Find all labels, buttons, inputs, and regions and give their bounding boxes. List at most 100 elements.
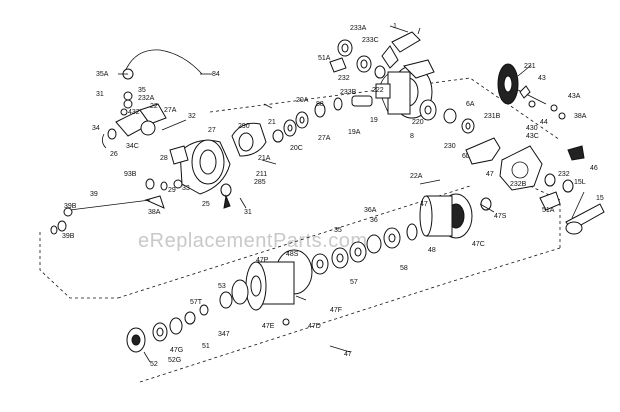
label-21: 21: [268, 119, 276, 126]
label-290: 290: [238, 123, 250, 130]
label-39B-low: 39B: [62, 233, 75, 240]
spool-47P: [219, 249, 313, 311]
label-28: 28: [160, 155, 168, 162]
label-233C: 233C: [362, 37, 379, 44]
housing-290: [231, 122, 277, 165]
label-35A: 35A: [96, 71, 109, 78]
label-27: 27: [208, 127, 216, 134]
spool-bottom-parts: [126, 304, 290, 353]
label-35-mid: 35: [334, 227, 342, 234]
label-20C: 20C: [290, 145, 303, 152]
label-232-top: 232: [338, 75, 350, 82]
label-34: 34: [92, 125, 100, 132]
label-232B: 232B: [510, 181, 527, 188]
watermark-text: eReplacementParts.com: [138, 230, 367, 252]
label-47D: 47D: [308, 323, 321, 330]
label-26: 26: [110, 151, 118, 158]
label-15L: 15L: [574, 179, 586, 186]
label-8: 8: [410, 133, 414, 140]
label-34C: 34C: [126, 143, 139, 150]
label-39: 39: [90, 191, 98, 198]
label-232A: 232A: [138, 95, 155, 102]
label-52: 52: [150, 361, 158, 368]
label-46: 46: [590, 165, 598, 172]
label-88: 88: [316, 101, 324, 108]
label-231: 231: [524, 63, 536, 70]
label-43C: 43C: [526, 133, 539, 140]
label-15: 15: [596, 195, 604, 202]
label-57: 57: [350, 279, 358, 286]
label-36A: 36A: [364, 207, 377, 214]
assembly-outline-diag-bottom: [139, 247, 561, 383]
label-211: 211: [256, 171, 267, 178]
drag-knob-47C: [419, 193, 492, 239]
side-cover-47-right: [499, 145, 585, 193]
label-31-mid: 31: [244, 209, 252, 216]
label-31-left: 31: [96, 91, 104, 98]
gear-231: [497, 63, 566, 120]
label-47C: 47C: [472, 241, 485, 248]
shaft-39: [50, 199, 151, 235]
label-233A: 233A: [350, 25, 367, 32]
small-parts-29-33: [144, 178, 247, 209]
label-27A-mid: 27A: [318, 135, 331, 142]
label-48S: 48S: [286, 251, 299, 258]
label-6L: 6L: [462, 153, 470, 160]
label-47E: 47E: [262, 323, 275, 330]
bail-arm-assembly: [102, 103, 187, 149]
label-35: 35: [138, 87, 146, 94]
label-84: 84: [212, 71, 220, 78]
label-43A: 43A: [568, 93, 581, 100]
label-430: 430: [526, 125, 538, 132]
label-25: 25: [202, 201, 210, 208]
label-36: 36: [370, 217, 378, 224]
leader-lines: [118, 25, 531, 363]
label-38A: 38A: [574, 113, 587, 120]
bail-wire-84: [120, 49, 203, 116]
label-47S: 47S: [494, 213, 507, 220]
label-57T: 57T: [190, 299, 203, 306]
label-51A-right: 51A: [542, 207, 555, 214]
label-22: 22: [150, 103, 158, 110]
label-47-mid: 47: [420, 201, 428, 208]
label-39B: 39B: [64, 203, 77, 210]
label-432: 432: [128, 109, 140, 116]
label-231B: 231B: [484, 113, 501, 120]
label-233B: 233B: [340, 89, 357, 96]
label-285: 285: [254, 179, 266, 186]
label-29: 29: [168, 187, 176, 194]
label-44: 44: [540, 119, 548, 126]
label-53: 53: [218, 283, 226, 290]
label-48: 48: [428, 247, 436, 254]
label-1: 1: [393, 23, 397, 30]
part-labels: 1 233A 233C 51A 232 222 35A 84 35 232A 3…: [62, 23, 604, 368]
label-22A: 22A: [410, 173, 423, 180]
label-47P: 47P: [256, 257, 269, 264]
label-19A: 19A: [348, 129, 361, 136]
assembly-outline-diag-top: [117, 185, 471, 299]
label-230: 230: [444, 143, 456, 150]
label-51A-top: 51A: [318, 55, 331, 62]
label-6A: 6A: [466, 101, 475, 108]
label-33: 33: [182, 185, 190, 192]
label-347: 347: [218, 331, 230, 338]
label-47-right: 47: [486, 171, 494, 178]
label-232-right: 232: [558, 171, 570, 178]
label-222: 222: [372, 87, 384, 94]
label-52G: 52G: [168, 357, 181, 364]
spindle-shaft-19: [272, 95, 373, 143]
label-27A: 27A: [164, 107, 177, 114]
label-93B: 93B: [124, 171, 137, 178]
handle-knob-assembly: [381, 27, 421, 69]
top-rings-233: [329, 39, 386, 79]
label-220: 220: [412, 119, 424, 126]
label-21A: 21A: [258, 155, 271, 162]
rotor-cup-27: [169, 139, 231, 195]
handle-arm-15: [539, 191, 605, 235]
label-51: 51: [202, 343, 210, 350]
label-47-bottom: 47: [344, 351, 352, 358]
label-47F: 47F: [330, 307, 342, 314]
cover-plate-6L: [465, 137, 501, 165]
